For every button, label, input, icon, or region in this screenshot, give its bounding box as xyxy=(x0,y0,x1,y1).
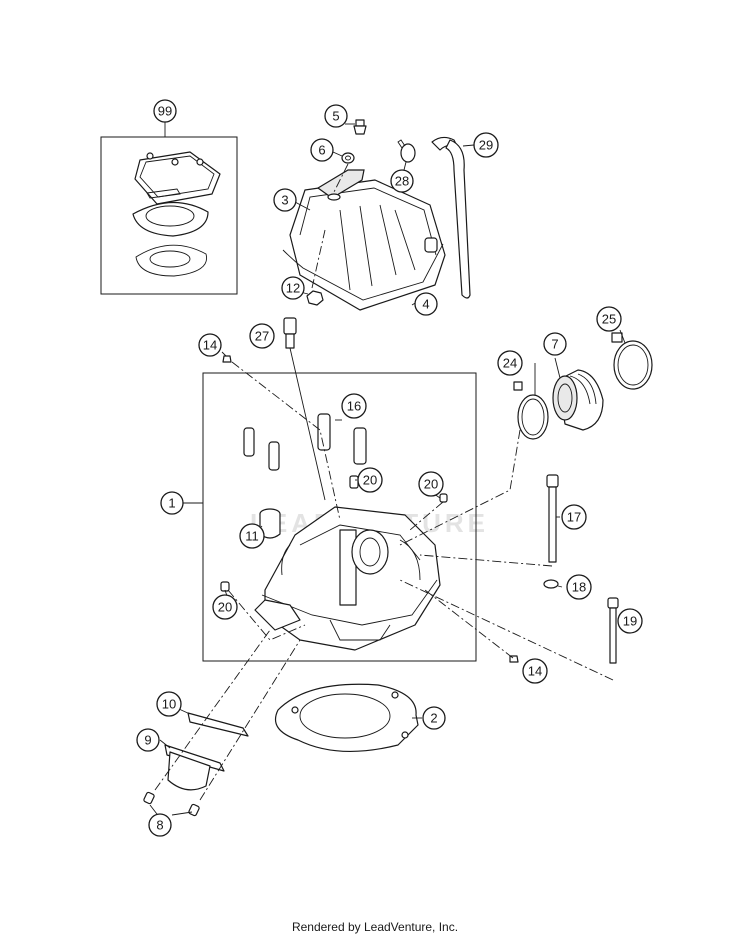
callout-5: 5 xyxy=(324,104,348,128)
washer-6 xyxy=(341,152,355,164)
callout-16: 16 xyxy=(341,393,367,419)
svg-text:28: 28 xyxy=(395,174,409,189)
svg-text:27: 27 xyxy=(255,329,269,344)
bolts-8 xyxy=(143,791,200,817)
callout-2: 2 xyxy=(422,706,446,730)
svg-text:20: 20 xyxy=(218,600,232,615)
footer-credit: Rendered by LeadVenture, Inc. xyxy=(291,920,459,934)
plug-20-right xyxy=(439,493,448,503)
intake-manifold-7 xyxy=(552,369,604,431)
svg-text:17: 17 xyxy=(567,510,581,525)
sleeve-11 xyxy=(259,508,281,539)
svg-text:20: 20 xyxy=(424,477,438,492)
callout-6: 6 xyxy=(310,138,334,162)
svg-text:16: 16 xyxy=(347,399,361,414)
callout-11: 11 xyxy=(239,523,265,549)
svg-text:8: 8 xyxy=(156,818,163,833)
cylinder-head-box xyxy=(202,372,477,662)
callout-25: 25 xyxy=(596,306,622,332)
svg-text:24: 24 xyxy=(503,356,517,371)
callout-12: 12 xyxy=(281,276,305,300)
gasket-kit-parts xyxy=(132,151,221,277)
callout-14-bottom: 14 xyxy=(522,658,548,684)
svg-text:25: 25 xyxy=(602,312,616,327)
svg-text:1: 1 xyxy=(168,496,175,511)
svg-text:5: 5 xyxy=(332,109,339,124)
callout-20-top: 20 xyxy=(357,467,383,493)
callout-18: 18 xyxy=(566,574,592,600)
breather-hose-29 xyxy=(431,136,471,299)
callout-3: 3 xyxy=(273,188,297,212)
svg-text:18: 18 xyxy=(572,580,586,595)
head-gasket-2 xyxy=(274,683,419,753)
svg-text:11: 11 xyxy=(245,529,259,544)
callout-17: 17 xyxy=(561,504,587,530)
bolt-19 xyxy=(607,597,619,664)
svg-text:14: 14 xyxy=(203,338,217,353)
stud-17 xyxy=(546,474,559,563)
svg-text:29: 29 xyxy=(479,138,493,153)
svg-text:14: 14 xyxy=(528,664,542,679)
plug-20-top xyxy=(349,475,359,489)
plug-20-left xyxy=(220,581,230,592)
valve-cover xyxy=(282,169,446,311)
svg-text:20: 20 xyxy=(363,473,377,488)
svg-text:7: 7 xyxy=(551,337,558,352)
callout-8: 8 xyxy=(148,813,172,837)
callout-10: 10 xyxy=(156,691,182,717)
callout-9: 9 xyxy=(136,728,160,752)
svg-text:6: 6 xyxy=(318,143,325,158)
svg-text:10: 10 xyxy=(162,697,176,712)
adapter-9 xyxy=(164,744,225,791)
callout-20-left: 20 xyxy=(212,594,238,620)
valve-guides-16 xyxy=(243,413,367,471)
callout-1: 1 xyxy=(160,491,184,515)
dash-lines xyxy=(154,163,614,801)
svg-text:19: 19 xyxy=(623,614,637,629)
hose-clamp-25 xyxy=(611,332,653,390)
svg-text:9: 9 xyxy=(144,733,151,748)
washer-18 xyxy=(543,579,559,589)
callout-27: 27 xyxy=(249,323,275,349)
bolt-14-top xyxy=(222,355,232,363)
cylinder-head xyxy=(254,506,441,651)
gasket-kit-box xyxy=(100,136,238,295)
svg-text:4: 4 xyxy=(422,297,429,312)
bolt-5 xyxy=(353,119,367,135)
callout-7: 7 xyxy=(543,332,567,356)
gasket-10 xyxy=(187,712,249,737)
callout-19: 19 xyxy=(617,608,643,634)
svg-text:12: 12 xyxy=(286,281,300,296)
callout-29: 29 xyxy=(473,132,499,158)
svg-text:2: 2 xyxy=(430,711,437,726)
callout-20-right: 20 xyxy=(418,471,444,497)
callout-4: 4 xyxy=(414,292,438,316)
temperature-sensor-27 xyxy=(283,317,326,501)
svg-text:3: 3 xyxy=(281,193,288,208)
hose-clamp-24 xyxy=(513,381,549,440)
callout-14-top: 14 xyxy=(198,333,222,357)
callout-99: 99 xyxy=(153,99,177,123)
svg-text:99: 99 xyxy=(158,104,172,119)
callout-24: 24 xyxy=(497,350,523,376)
hose-clamp-28 xyxy=(397,139,416,163)
callout-28: 28 xyxy=(390,169,414,193)
nut-12 xyxy=(306,290,324,306)
